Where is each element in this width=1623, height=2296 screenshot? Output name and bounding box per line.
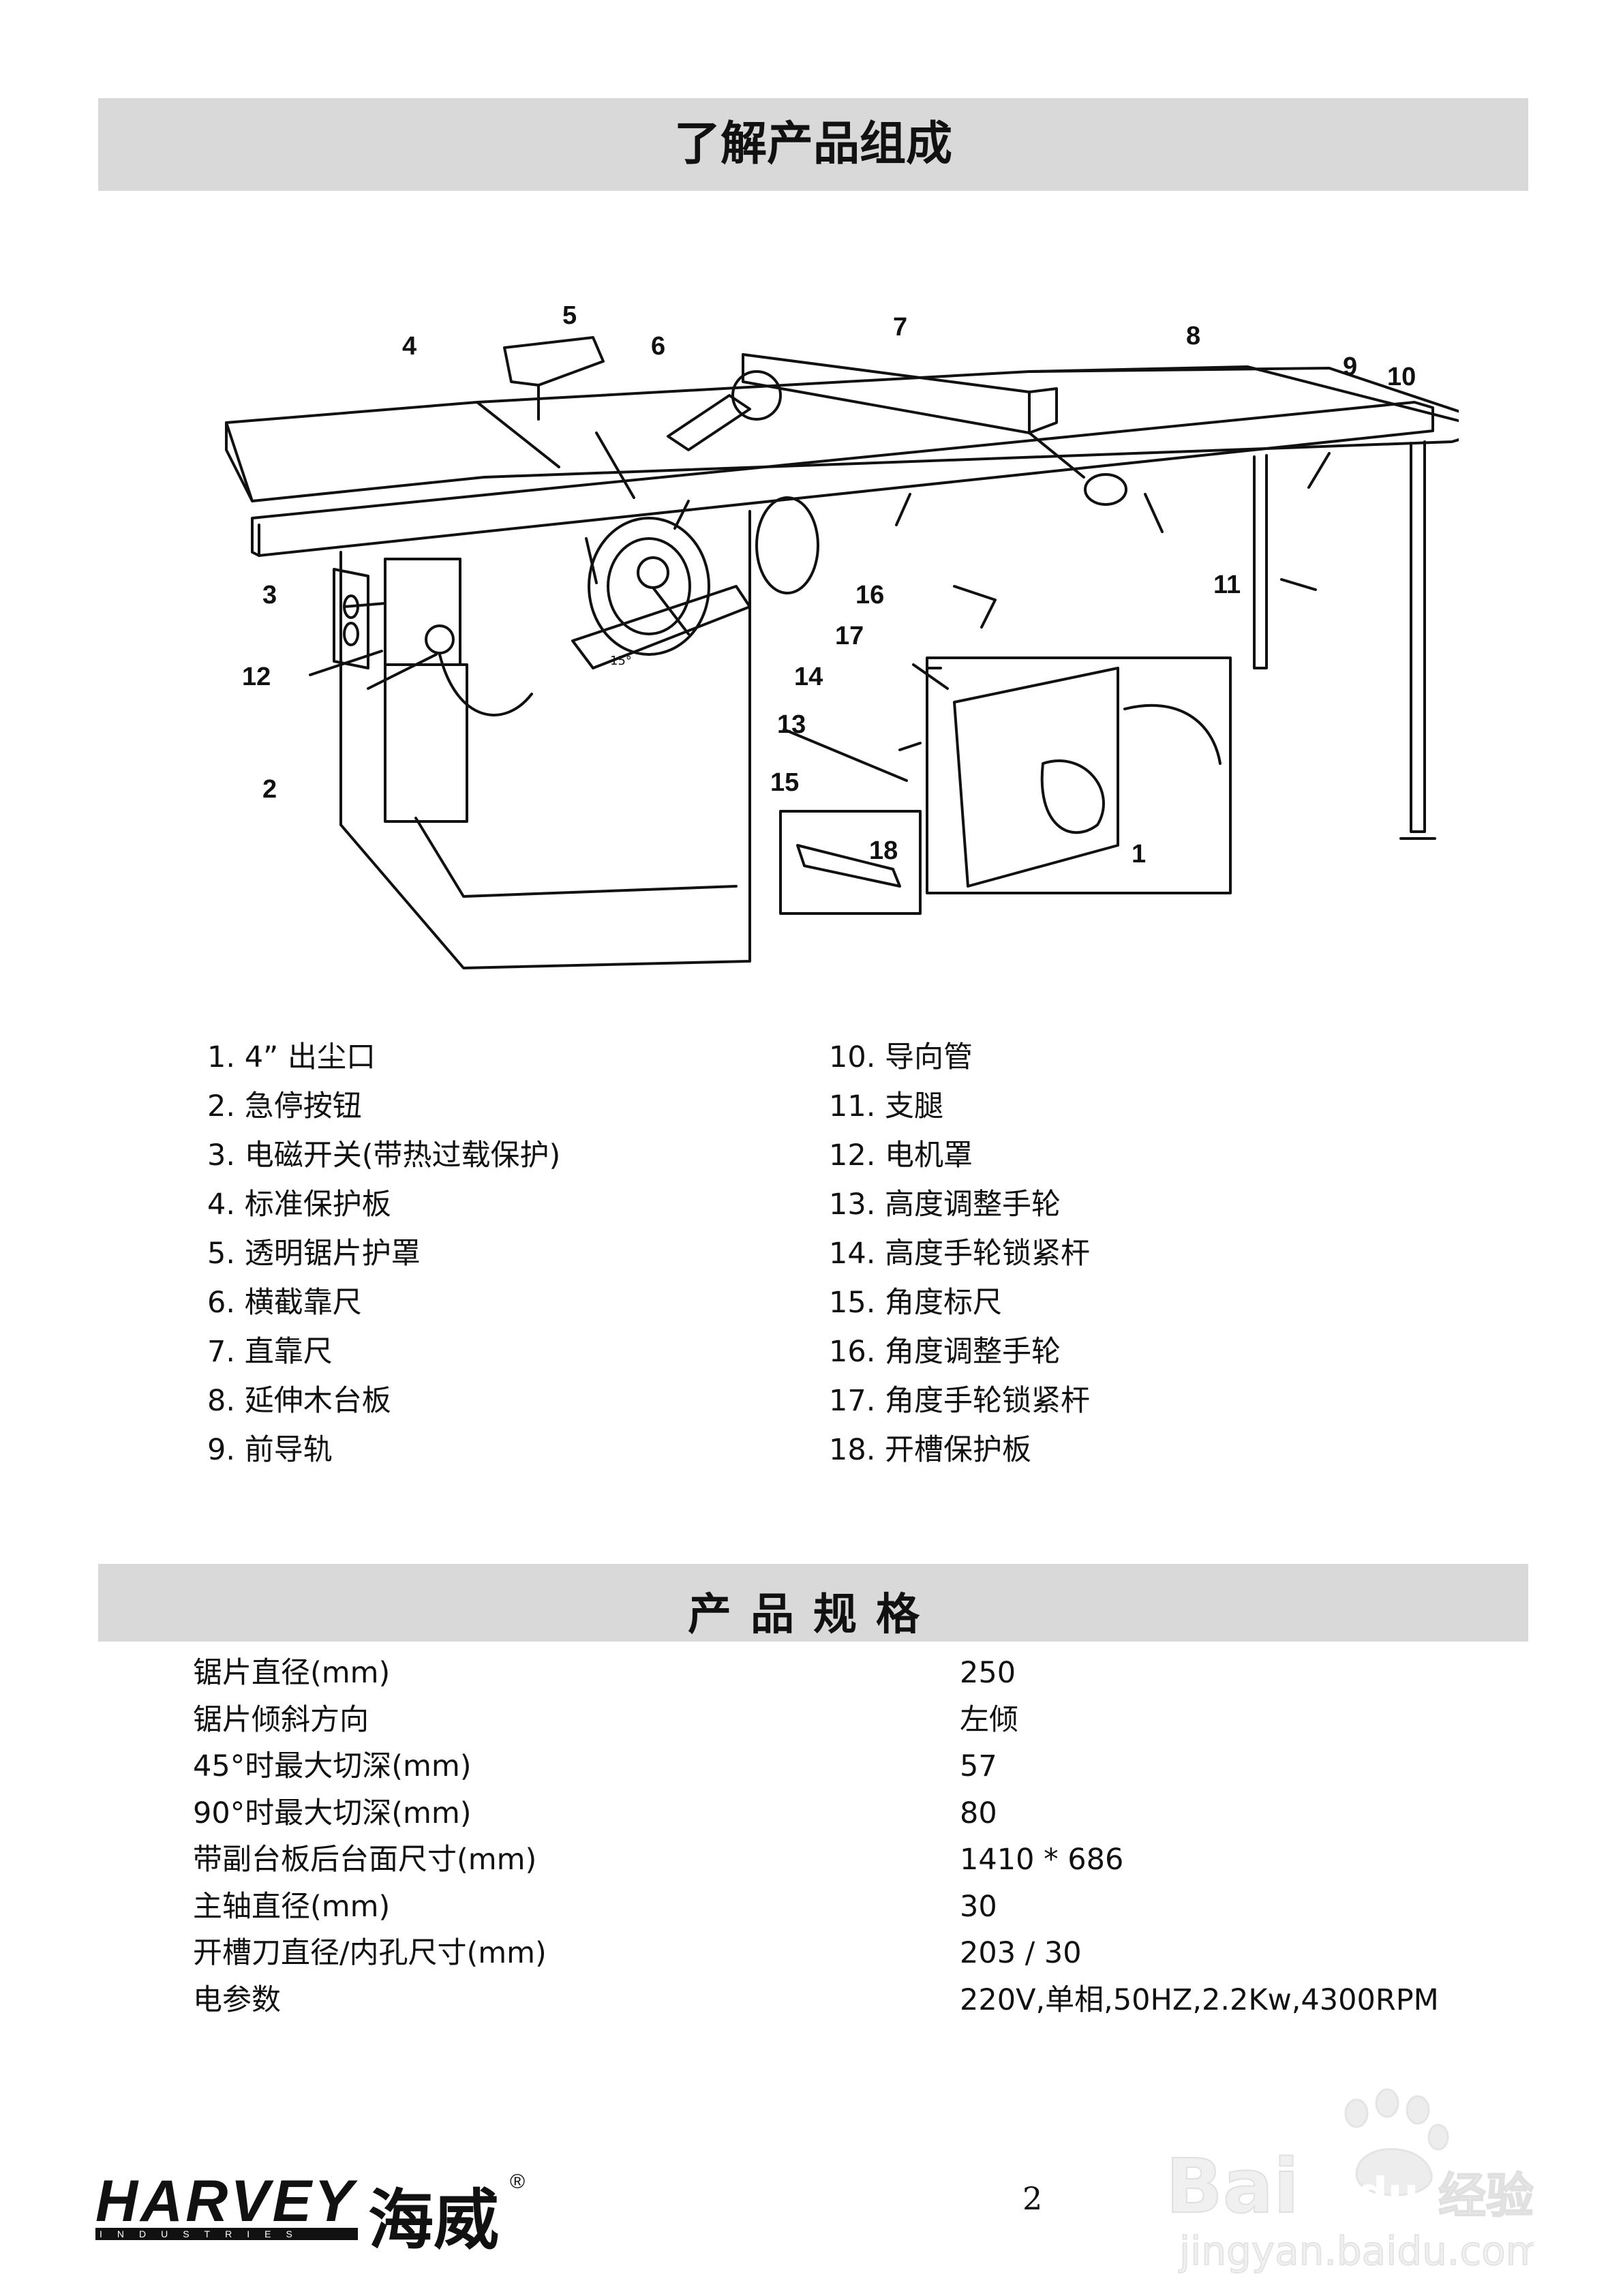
spec-name: 主轴直径(mm) bbox=[193, 1889, 391, 1924]
spec-name: 90°时最大切深(mm) bbox=[193, 1796, 472, 1830]
brand-subtitle: INDUSTRIES bbox=[100, 2229, 307, 2239]
page-number: 2 bbox=[1022, 2180, 1043, 2217]
spec-value: 57 bbox=[960, 1749, 997, 1783]
diagram-label-6: 6 bbox=[651, 332, 665, 361]
harvey-logo: HARVEY INDUSTRIES 海威 ® bbox=[95, 2169, 525, 2259]
spec-name: 锯片倾斜方向 bbox=[193, 1702, 369, 1737]
diagram-label-8: 8 bbox=[1186, 322, 1200, 350]
brand-name-cn: 海威 bbox=[368, 2181, 499, 2259]
diagram-label-11: 11 bbox=[1213, 571, 1241, 599]
registered-mark: ® bbox=[510, 2171, 525, 2193]
list-item: 9. 前导轨 bbox=[207, 1433, 333, 1467]
spec-values-column: 250 左倾 57 80 1410 * 686 30 203 / 30 220V… bbox=[960, 1650, 1439, 2023]
list-item: 4. 标准保护板 bbox=[207, 1188, 391, 1222]
diagram-label-7: 7 bbox=[893, 313, 907, 342]
parts-list-right: 10. 导向管 11. 支腿 12. 电机罩 13. 高度调整手轮 14. 高度… bbox=[829, 1033, 1090, 1475]
list-item: 10. 导向管 bbox=[829, 1040, 973, 1074]
diagram-label-16: 16 bbox=[855, 581, 884, 609]
spec-value: 80 bbox=[960, 1796, 997, 1830]
list-item: 15. 角度标尺 bbox=[829, 1286, 1003, 1320]
diagram-label-5: 5 bbox=[562, 301, 577, 330]
diagram-label-18: 18 bbox=[869, 836, 898, 865]
specs-section-header: 产品规格 bbox=[98, 1564, 1528, 1642]
spec-name: 开槽刀直径/内孔尺寸(mm) bbox=[193, 1936, 547, 1970]
specs-section-title: 产品规格 bbox=[688, 1590, 939, 1640]
brand-name-en: HARVEY bbox=[95, 2169, 358, 2234]
diagram-label-9: 9 bbox=[1343, 352, 1357, 381]
list-item: 8. 延伸木台板 bbox=[207, 1384, 391, 1418]
diagram-label-10: 10 bbox=[1387, 363, 1416, 391]
angle-scale-tick-label: 15° bbox=[610, 654, 632, 668]
list-item: 12. 电机罩 bbox=[829, 1138, 973, 1173]
list-item: 13. 高度调整手轮 bbox=[829, 1188, 1061, 1222]
watermark-bai: Bai bbox=[1166, 2143, 1299, 2230]
diagram-label-17: 17 bbox=[835, 622, 864, 650]
components-section-header: 了解产品组成 bbox=[98, 98, 1528, 191]
list-item: 6. 横截靠尺 bbox=[207, 1286, 362, 1320]
list-item: 17. 角度手轮锁紧杆 bbox=[829, 1384, 1091, 1418]
spec-name: 锯片直径(mm) bbox=[193, 1656, 391, 1690]
spec-value: 203 / 30 bbox=[960, 1936, 1082, 1970]
spec-value: 左倾 bbox=[960, 1702, 1018, 1737]
spec-name: 45°时最大切深(mm) bbox=[193, 1749, 472, 1783]
diagram-label-4: 4 bbox=[402, 332, 416, 361]
spec-name: 电参数 bbox=[193, 1982, 281, 2017]
baidu-watermark: Bai du 经验 jingyan.baidu.com bbox=[1165, 2088, 1534, 2275]
diagram-label-1: 1 bbox=[1132, 840, 1146, 868]
list-item: 5. 透明锯片护罩 bbox=[207, 1237, 421, 1271]
spec-value: 220V,单相,50HZ,2.2Kw,4300RPM bbox=[960, 1982, 1439, 2017]
diagram-label-12: 12 bbox=[242, 663, 271, 691]
list-item: 3. 电磁开关(带热过载保护) bbox=[207, 1138, 561, 1173]
list-item: 18. 开槽保护板 bbox=[829, 1433, 1032, 1467]
list-item: 11. 支腿 bbox=[829, 1089, 944, 1123]
list-item: 1. 4” 出尘口 bbox=[207, 1040, 376, 1074]
diagram-label-13: 13 bbox=[777, 710, 806, 739]
paw-icon bbox=[1344, 2098, 1369, 2128]
list-item: 7. 直靠尺 bbox=[207, 1335, 333, 1369]
diagram-label-3: 3 bbox=[262, 581, 277, 609]
parts-list-left: 1. 4” 出尘口 2. 急停按钮 3. 电磁开关(带热过载保护) 4. 标准保… bbox=[207, 1033, 560, 1475]
table-saw-diagram: 15° 1 2 3 4 5 6 7 8 9 10 bbox=[225, 301, 1459, 969]
components-section-title: 了解产品组成 bbox=[673, 117, 952, 171]
list-item: 2. 急停按钮 bbox=[207, 1089, 362, 1123]
watermark-url: jingyan.baidu.com bbox=[1178, 2228, 1534, 2274]
spec-value: 30 bbox=[960, 1889, 997, 1924]
diagram-label-15: 15 bbox=[770, 768, 799, 797]
spec-value: 1410 * 686 bbox=[960, 1843, 1124, 1877]
spec-name: 带副台板后台面尺寸(mm) bbox=[193, 1843, 537, 1877]
watermark-jingyan: 经验 bbox=[1438, 2168, 1534, 2224]
list-item: 16. 角度调整手轮 bbox=[829, 1335, 1061, 1369]
list-item: 14. 高度手轮锁紧杆 bbox=[829, 1237, 1091, 1271]
spec-value: 250 bbox=[960, 1656, 1016, 1690]
watermark-du: du bbox=[1356, 2169, 1419, 2220]
diagram-label-2: 2 bbox=[262, 775, 277, 804]
spec-names-column: 锯片直径(mm) 锯片倾斜方向 45°时最大切深(mm) 90°时最大切深(mm… bbox=[193, 1650, 547, 2023]
diagram-label-14: 14 bbox=[794, 663, 823, 691]
